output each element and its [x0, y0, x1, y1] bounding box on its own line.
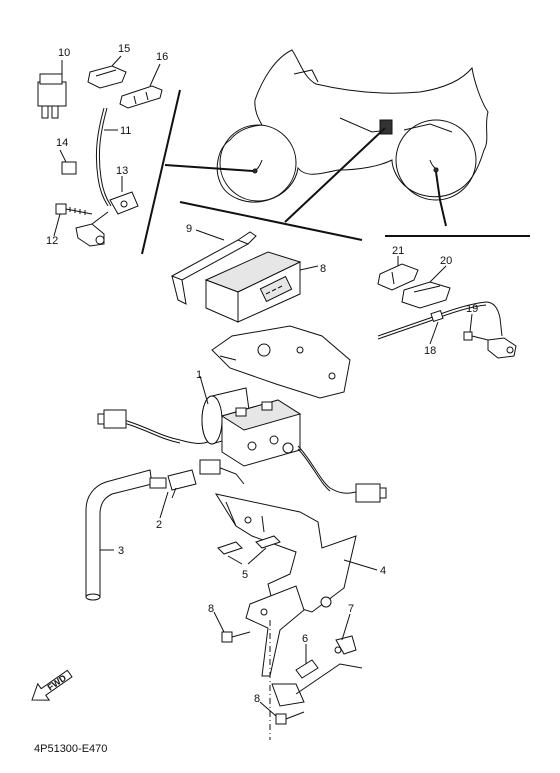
- diagram-part-code: 4P51300-E470: [34, 743, 107, 755]
- callout-9: 8: [320, 263, 326, 275]
- callout-6: 6: [302, 633, 308, 645]
- callout-11: 10: [58, 47, 70, 59]
- clamp-part-20: [401, 281, 451, 309]
- bolt-8-upper: [221, 631, 251, 643]
- callout-19: 19: [466, 303, 478, 315]
- ecu-pointer: [284, 127, 386, 223]
- front-sensor-group: [37, 65, 163, 247]
- front-group-bracket-line: [141, 89, 181, 255]
- bolt-8-lower: [275, 711, 305, 725]
- hose-2: [149, 469, 197, 499]
- callout-8-upper: 8: [208, 603, 214, 615]
- hydraulic-unit-right-connector: [355, 483, 381, 503]
- rear-sensor-pointer: [435, 171, 447, 227]
- callout-2: 2: [156, 519, 162, 531]
- grommet-part-15: [61, 161, 77, 175]
- ecu-mount-plate: [211, 325, 351, 399]
- callout-17: 16: [156, 51, 168, 63]
- callout-16: 15: [118, 43, 130, 55]
- rear-sensor-group: [377, 263, 517, 359]
- motorcycle-outline: [216, 49, 489, 203]
- callout-14: 13: [116, 165, 128, 177]
- hydraulic-unit-connector: [103, 409, 127, 429]
- leader-lines: [53, 55, 473, 717]
- front-sensor-location: [252, 168, 258, 174]
- clamp-part-16: [87, 65, 127, 89]
- callout-15: 14: [56, 137, 68, 149]
- callout-12: 11: [120, 125, 131, 137]
- bracket-7: [271, 635, 363, 707]
- front-sensor-cable: [95, 107, 109, 207]
- bolt-13: [55, 203, 93, 215]
- spacer-6: [295, 659, 319, 679]
- callout-4: 4: [380, 565, 386, 577]
- callout-20: 20: [440, 255, 452, 267]
- hydraulic-unit-group: [97, 387, 387, 503]
- ecu-group: [170, 231, 351, 399]
- callout-10: 9: [186, 223, 192, 235]
- callout-13: 12: [46, 235, 58, 247]
- clip-part-17: [119, 85, 163, 109]
- fwd-arrow-icon: FWD: [31, 669, 73, 701]
- brake-pipe-3: [85, 469, 153, 601]
- front-sensor-pointer: [164, 164, 254, 172]
- damper-pads-5: [217, 535, 281, 555]
- rear-sensor-cable: [377, 301, 503, 337]
- callout-1: 1: [196, 369, 202, 381]
- relay-part: [37, 73, 67, 119]
- callout-3: 3: [118, 545, 124, 557]
- ecu-group-bracket-line: [179, 201, 363, 241]
- rear-sensor-location: [433, 167, 439, 173]
- callout-8-lower: 8: [254, 693, 260, 705]
- callout-7: 7: [348, 603, 354, 615]
- callout-5: 5: [242, 569, 248, 581]
- callout-18: 18: [424, 345, 436, 357]
- clip-part-21: [377, 263, 419, 291]
- callout-21: 21: [392, 245, 404, 257]
